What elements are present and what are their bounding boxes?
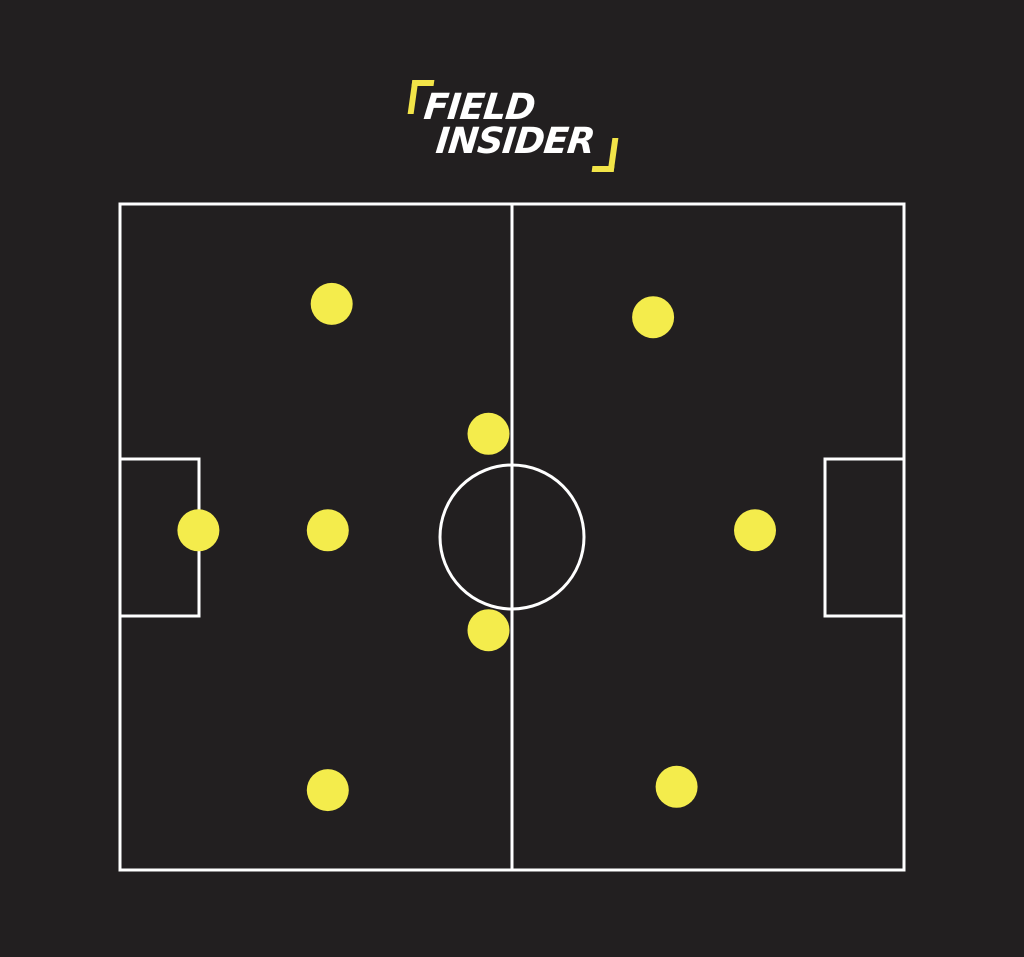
player-right-wing-bottom [655, 765, 698, 808]
player-left-defender-top [310, 282, 353, 325]
player-midfield-top [467, 412, 510, 455]
player-right-wing-top [632, 296, 675, 339]
player-left-defender-center [306, 509, 349, 552]
player-striker [734, 509, 776, 552]
player-midfield-bottom [467, 609, 510, 652]
right-penalty-box [823, 457, 906, 618]
player-left-defender-bottom [306, 769, 349, 812]
player-markers [177, 282, 776, 812]
player-goalkeeper [177, 509, 220, 552]
center-circle [438, 463, 586, 611]
